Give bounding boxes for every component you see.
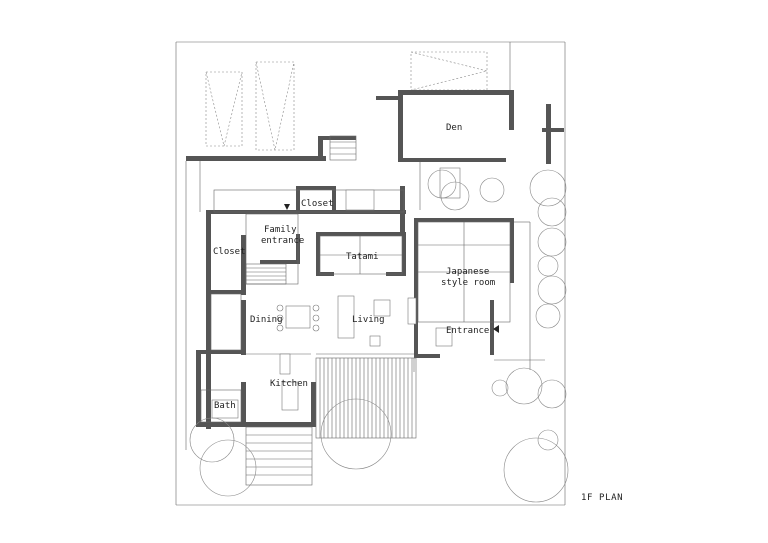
interior-lines (185, 135, 545, 450)
room-label-living: Living (352, 315, 385, 325)
room-label-family-entrance-line2: entrance (261, 236, 304, 246)
entrance-arrow-icon (493, 325, 499, 333)
room-label-japanese-room-line2: style room (441, 278, 495, 288)
parking-spaces (205, 51, 488, 151)
deck (315, 357, 417, 439)
family-entrance-arrow-icon (284, 204, 290, 210)
trees (189, 169, 569, 503)
room-label-tatami: Tatami (346, 252, 379, 262)
room-label-bath: Bath (214, 401, 236, 411)
room-label-kitchen: Kitchen (270, 379, 308, 389)
entry-arrows (284, 204, 499, 333)
plan-title: 1F PLAN (581, 493, 623, 503)
room-label-entrance: Entrance (446, 326, 489, 336)
room-label-closet-upper: Closet (301, 199, 334, 209)
room-label-family-entrance-line1: Family (264, 225, 297, 235)
room-label-japanese-room-line1: Japanese (446, 267, 489, 277)
room-label-closet-left: Closet (213, 247, 246, 257)
room-label-den: Den (446, 123, 462, 133)
site-boundary (175, 41, 566, 506)
exterior-steps (245, 426, 313, 486)
room-label-dining: Dining (250, 315, 283, 325)
furniture (211, 167, 461, 419)
room-labels: Den Closet Family entrance Closet Tatami… (213, 123, 495, 411)
